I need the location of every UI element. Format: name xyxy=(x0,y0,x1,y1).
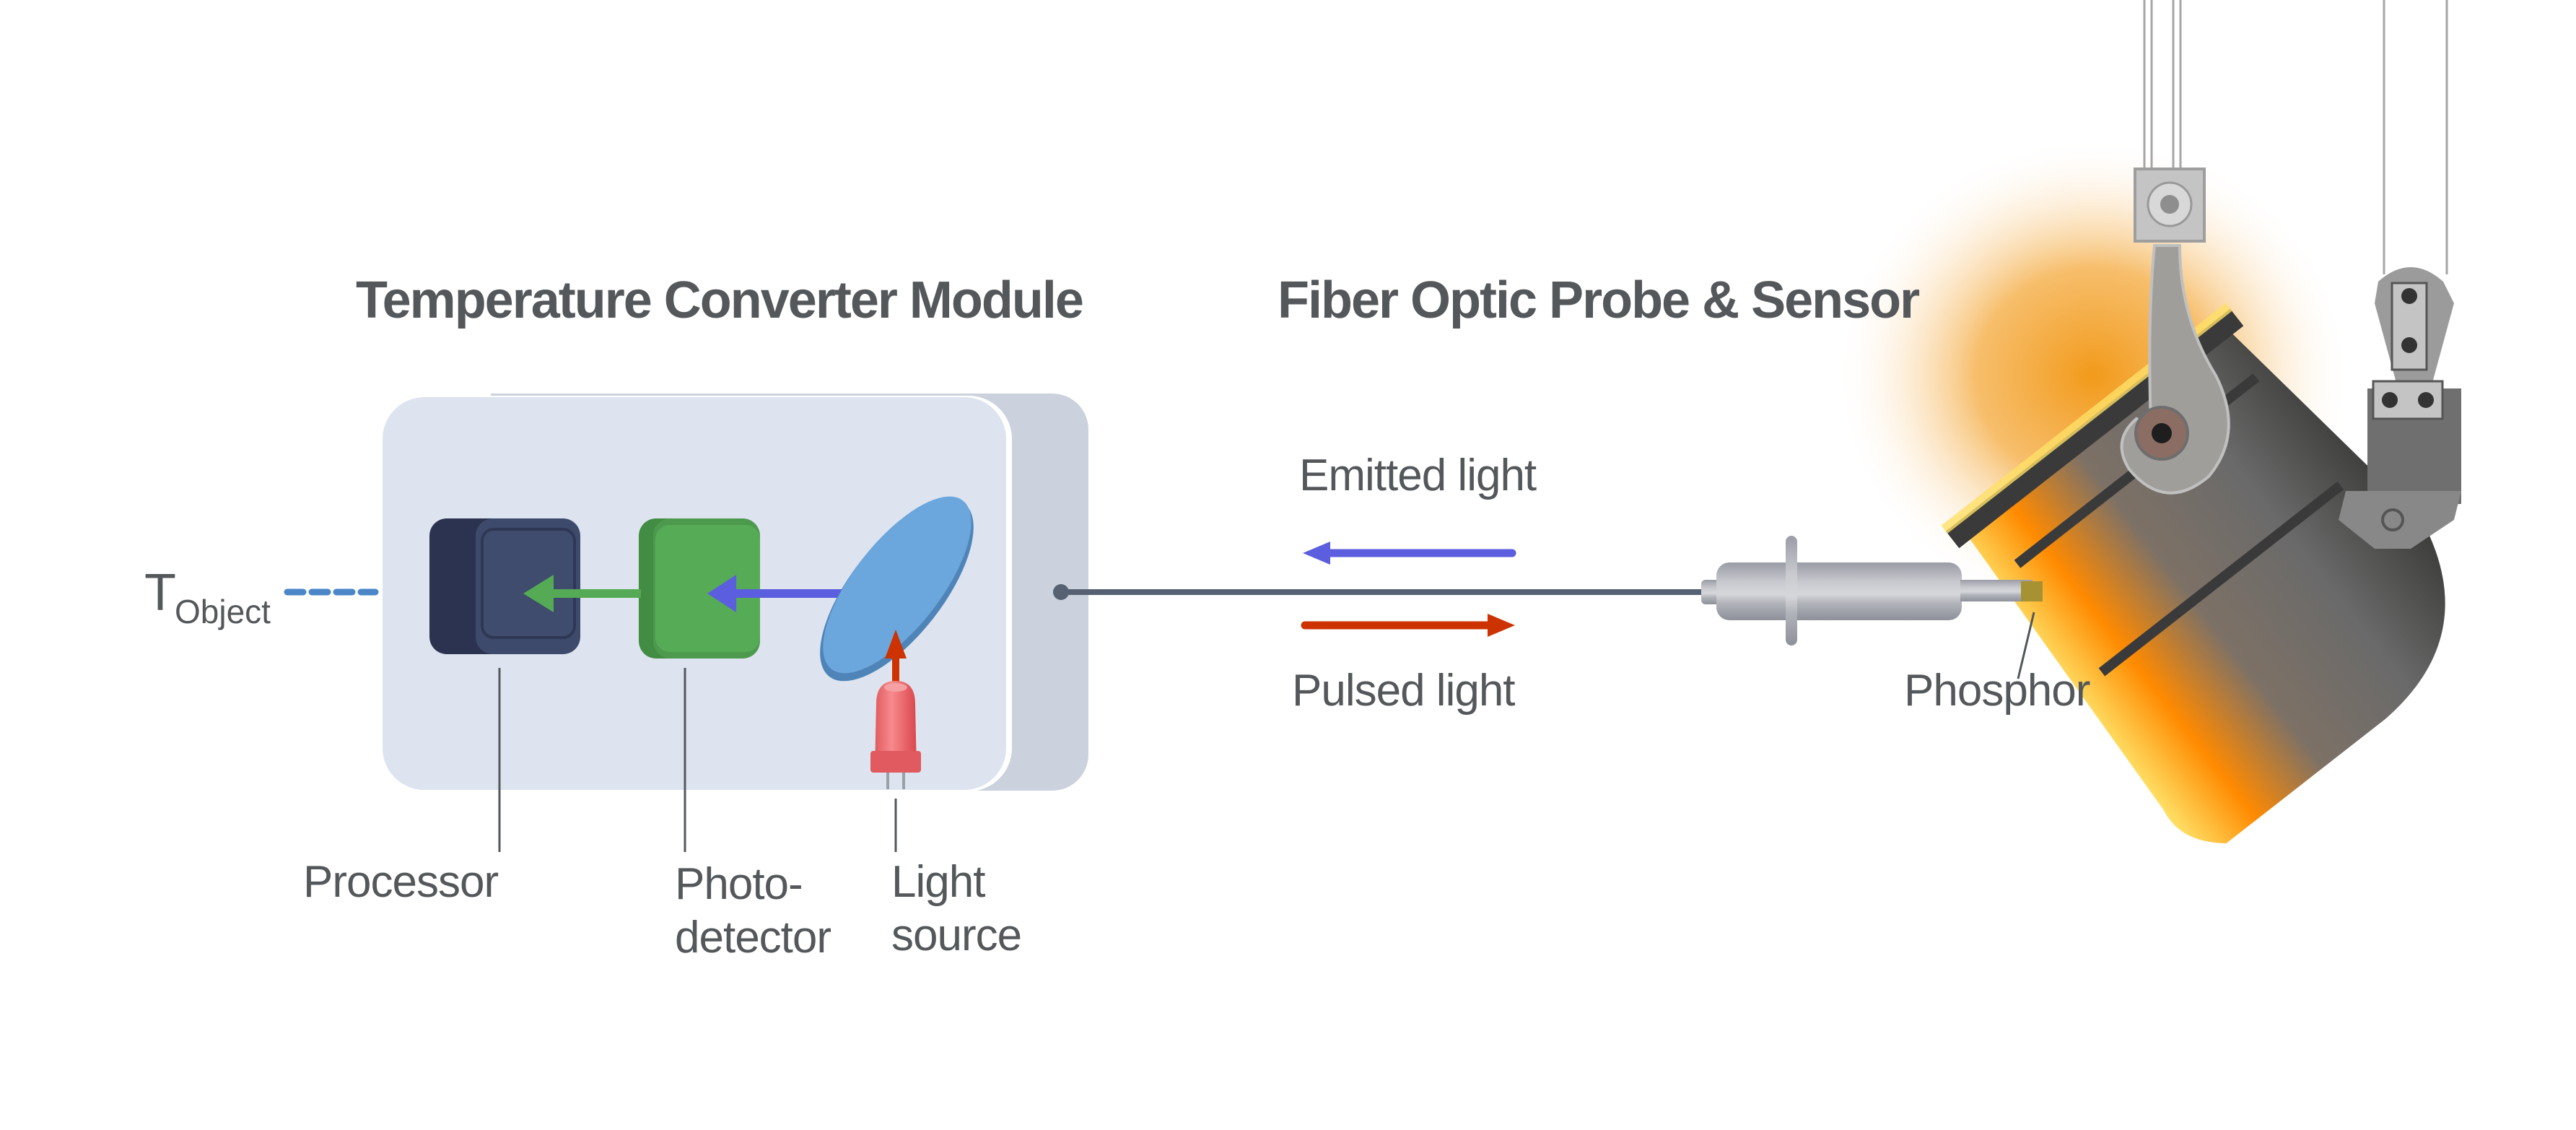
phosphor-leader xyxy=(2017,612,2035,679)
emitted-light-arrow xyxy=(1303,542,1516,565)
photodetector-label: Photo- detector xyxy=(675,858,831,965)
led-light-source xyxy=(870,681,921,789)
object-temperature-label: TObject xyxy=(144,563,271,630)
light-source-label-line1: Light xyxy=(891,857,985,907)
emitted-light-label: Emitted light xyxy=(1299,451,1537,500)
processor-label: Processor xyxy=(303,857,499,907)
pulsed-arrow-internal xyxy=(885,630,907,690)
phosphor-tip xyxy=(2021,581,2043,601)
pulsed-light-arrow xyxy=(1301,614,1515,637)
emitted-arrow-internal xyxy=(707,575,859,612)
converter-module-title: Temperature Converter Module xyxy=(356,271,1084,329)
pulsed-light-label: Pulsed light xyxy=(1292,666,1516,716)
beam-splitter xyxy=(820,496,974,682)
object-temperature-subscript: Object xyxy=(174,593,271,630)
object-temperature-symbol: T xyxy=(144,564,176,622)
probe-sensor-title: Fiber Optic Probe & Sensor xyxy=(1278,271,1920,329)
steel-ladle xyxy=(1941,0,2461,843)
light-source-label-line2: source xyxy=(891,910,1022,961)
optical-fiber xyxy=(1053,584,1711,600)
signal-arrow-to-processor xyxy=(523,575,641,612)
processor-block xyxy=(429,518,580,654)
photodetector-label-line1: Photo- xyxy=(675,859,803,909)
photodetector-label-line2: detector xyxy=(675,913,831,963)
photodetector-block xyxy=(639,518,760,659)
light-source-label: Light source xyxy=(891,856,1022,963)
phosphor-label: Phosphor xyxy=(1904,666,2090,716)
fiber-optic-probe xyxy=(1701,536,2043,646)
